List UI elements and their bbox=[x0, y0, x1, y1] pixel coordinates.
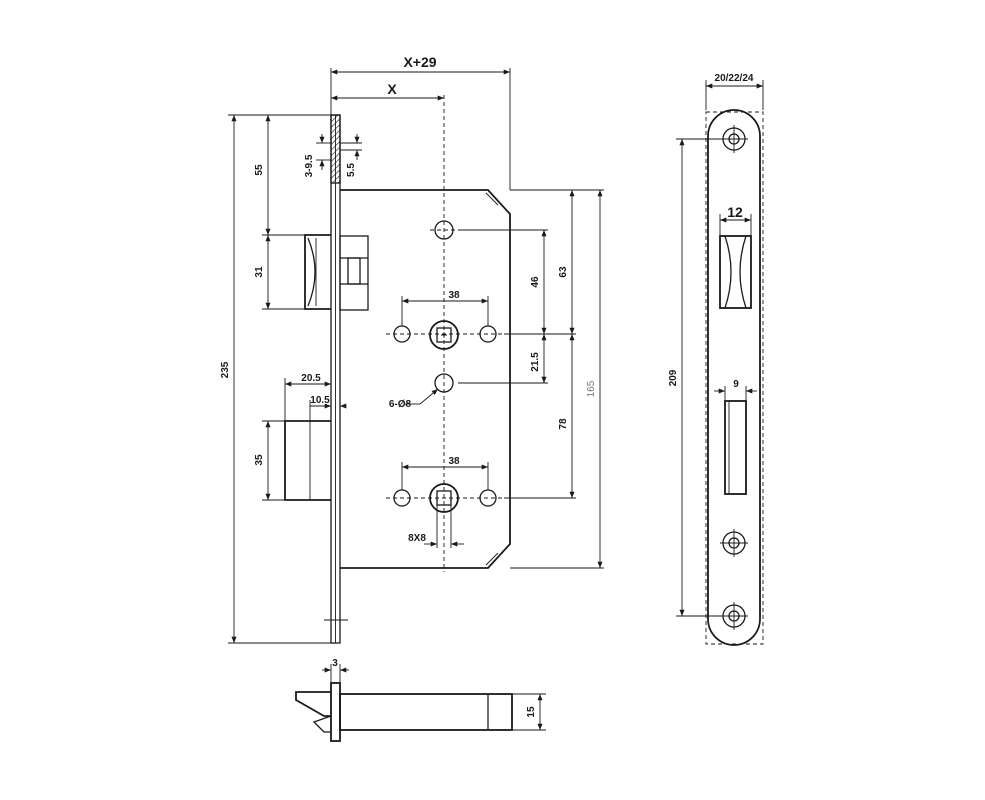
dead-bolt bbox=[284, 420, 331, 501]
label-235: 235 bbox=[220, 361, 231, 378]
label-20-22-24: 20/22/24 bbox=[715, 73, 754, 84]
plate-dashed-outline bbox=[705, 111, 764, 645]
case-holes bbox=[393, 220, 497, 513]
label-x-plus-29: X+29 bbox=[403, 54, 436, 70]
label-78: 78 bbox=[558, 418, 569, 430]
label-20-5: 20.5 bbox=[301, 373, 321, 384]
plate-outline bbox=[707, 109, 761, 646]
label-209: 209 bbox=[668, 369, 679, 386]
label-12: 12 bbox=[727, 204, 743, 220]
front-view: X+29 X 3-9.5 5.5 55 31 235 20.5 10.5 35 … bbox=[220, 54, 604, 644]
latch-bolt bbox=[304, 234, 369, 311]
label-38-bottom: 38 bbox=[448, 456, 460, 467]
label-21-5: 21.5 bbox=[530, 352, 541, 372]
faceplate-hatch bbox=[330, 114, 341, 184]
label-10-5: 10.5 bbox=[310, 395, 330, 406]
extension-lines bbox=[228, 68, 604, 644]
front-view-labels: X+29 X 3-9.5 5.5 55 31 235 20.5 10.5 35 … bbox=[220, 54, 597, 544]
label-35: 35 bbox=[254, 454, 265, 466]
label-63: 63 bbox=[558, 266, 569, 278]
label-165: 165 bbox=[586, 380, 597, 397]
label-46: 46 bbox=[530, 276, 541, 288]
label-31: 31 bbox=[254, 266, 265, 278]
faceplate-side-view: 20/22/24 12 209 9 bbox=[668, 73, 764, 646]
label-6-o8: 6-Ø8 bbox=[389, 399, 412, 410]
label-3: 3 bbox=[332, 658, 338, 669]
label-x: X bbox=[387, 81, 397, 97]
label-9: 9 bbox=[733, 379, 739, 390]
dimension-lines bbox=[231, 69, 603, 643]
label-15: 15 bbox=[526, 706, 537, 718]
label-55: 55 bbox=[254, 164, 265, 176]
label-3-9-5: 3-9.5 bbox=[304, 154, 315, 177]
center-lines bbox=[386, 95, 504, 572]
label-5-5: 5.5 bbox=[346, 163, 357, 177]
label-8x8: 8X8 bbox=[408, 533, 426, 544]
bottom-view: 3 15 bbox=[295, 658, 546, 742]
lock-case bbox=[340, 189, 511, 569]
label-38-top: 38 bbox=[448, 290, 460, 301]
